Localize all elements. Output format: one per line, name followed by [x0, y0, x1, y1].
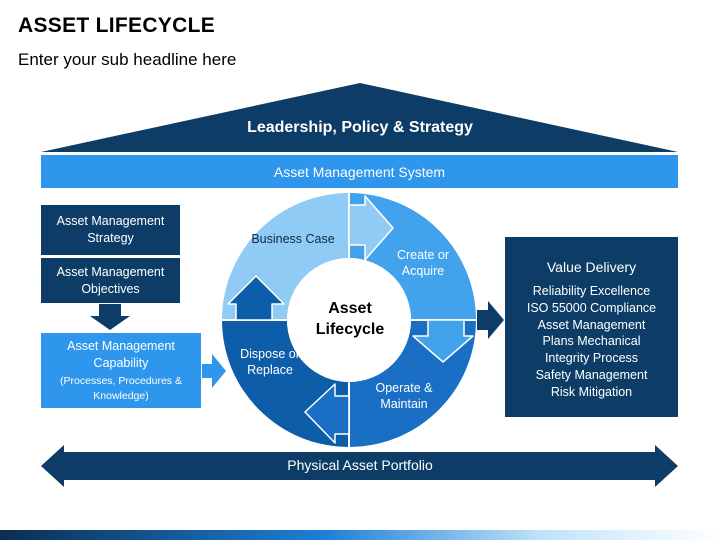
strategy-label: Asset Management Strategy	[56, 214, 165, 245]
label-dispose-replace: Dispose or Replace	[240, 347, 300, 377]
system-bar-label: Asset Management System	[273, 163, 446, 180]
capability-box: Asset Management Capability (Processes, …	[41, 333, 201, 408]
cycle-arrow-right	[412, 319, 474, 363]
value-delivery-heading: Value Delivery	[546, 259, 637, 275]
objectives-box: Asset Management Objectives	[41, 258, 180, 303]
cycle-arrow-top	[348, 195, 394, 261]
roof-shape	[41, 83, 678, 152]
roof-label: Leadership, Policy & Strategy	[247, 119, 473, 136]
footer-strip	[0, 530, 720, 540]
right-arrow-value	[477, 301, 504, 339]
strategy-box: Asset Management Strategy	[41, 205, 180, 255]
value-item: Reliability Excellence	[532, 284, 651, 298]
value-item: ISO 55000 Compliance	[526, 300, 657, 315]
cycle-arrow-bottom	[304, 383, 350, 444]
capability-title: Asset Management Capability	[67, 338, 175, 370]
label-business-case: Business Case	[251, 232, 335, 246]
label-create-acquire: Create or Acquire	[396, 248, 450, 278]
cycle-arrow-left	[227, 275, 285, 321]
objectives-label: Asset Management Objectives	[56, 264, 165, 296]
value-item: Risk Mitigation	[550, 384, 633, 399]
value-delivery-box: Value Delivery Reliability Excellence IS…	[505, 237, 678, 417]
lifecycle-center-label: Asset Lifecycle	[315, 300, 385, 338]
value-item: Plans Mechanical	[542, 334, 641, 349]
value-item: Asset Management	[537, 317, 646, 332]
portfolio-double-arrow	[41, 445, 678, 487]
down-arrow	[90, 304, 130, 330]
value-item: Safety Management	[535, 367, 648, 382]
asset-management-system-bar: Asset Management System	[41, 155, 678, 188]
page-title: ASSET LIFECYCLE	[18, 14, 216, 37]
center-circle	[287, 258, 411, 382]
label-operate-maintain: Operate & Maintain	[375, 381, 433, 411]
right-arrow-capability	[202, 354, 226, 388]
lifecycle-ring	[222, 193, 476, 447]
portfolio-label: Physical Asset Portfolio	[287, 457, 433, 473]
value-item: Integrity Process	[544, 351, 639, 366]
capability-detail: (Processes, Procedures & Knowledge)	[60, 374, 182, 402]
page-subtitle: Enter your sub headline here	[18, 50, 237, 69]
